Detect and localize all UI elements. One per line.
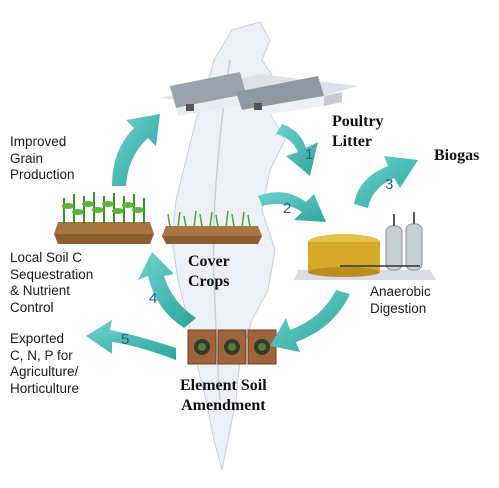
local-soil-c-label: Local Soil C Sequestration & Nutrient Co… [10,250,94,315]
arrow-feed [112,114,160,186]
arrow-number-5: 5 [121,331,130,348]
cover-crops-label: Cover Crops [188,253,230,290]
improved-grain-label: Improved Grain Production [10,134,75,182]
poultry-litter-label: Poultry Litter [332,113,384,150]
arrow-4 [138,252,196,328]
arrow-5 [86,320,176,360]
arrow-number-2: 2 [283,200,292,217]
arrow-3 [354,156,418,208]
element-soil-amendment-label: Element Soil Amendment [180,377,267,414]
arrow-number-1: 1 [305,146,314,163]
arrow-number-3: 3 [385,176,394,193]
arrow-1 [276,124,318,176]
anaerobic-digestion-label: Anaerobic Digestion [370,284,431,316]
biogas-label: Biogas [434,147,480,164]
exported-label: Exported C, N, P for Agriculture/ Hortic… [10,331,80,396]
arrow-digestate [270,290,350,352]
arrow-number-4: 4 [149,290,158,307]
arrow-2 [258,192,326,222]
